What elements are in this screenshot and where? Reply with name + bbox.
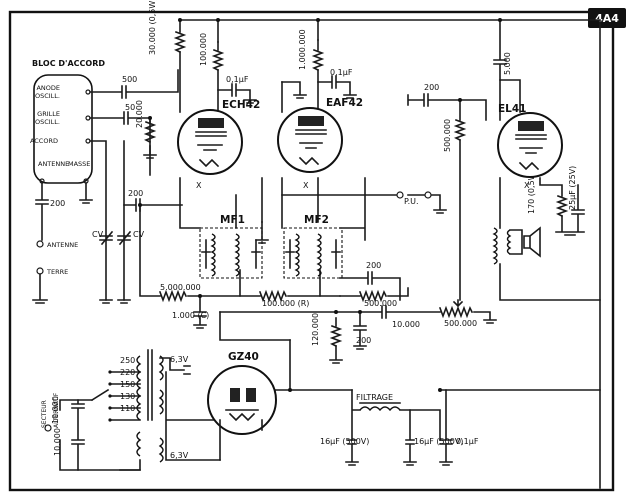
- label-r20000: 20.000: [135, 100, 144, 128]
- tap-150: 150: [120, 380, 135, 389]
- page-badge: 4A4: [588, 8, 626, 28]
- cv2-label: CV: [133, 230, 145, 239]
- accord-label: ACCORD: [30, 137, 58, 145]
- label-c10000-a: 10.000: [392, 320, 420, 329]
- label-c1000: 1.000 (C): [172, 311, 209, 320]
- label-r100000-r: 100.000 (R): [262, 299, 309, 308]
- secteur-label: SECTEUR: [41, 400, 48, 428]
- label-c01-b: 0,1µF: [330, 68, 353, 77]
- label-c200-grid: 200: [128, 189, 143, 198]
- label-63v-a: 6,3V: [170, 355, 189, 364]
- if-transformer-mf2: MF2: [283, 214, 343, 279]
- terre-terminal: [36, 267, 44, 275]
- heater-mark-el41: X: [524, 181, 530, 190]
- label-c200-mf2: 200: [366, 261, 381, 270]
- if-transformer-mf1: MF1: [199, 214, 263, 279]
- label-c01-c: 0,1µF: [456, 437, 479, 446]
- gz40-label: GZ40: [228, 351, 259, 363]
- label-r120000: 120.000: [311, 313, 320, 346]
- label-c200-antenna: 200: [50, 199, 65, 208]
- label-c200-bottom: 200: [356, 336, 371, 345]
- block-antenne-label: ANTENNE: [38, 160, 69, 168]
- label-r500000-pot: 500.000: [444, 319, 477, 328]
- label-c10000-c: 10.000: [53, 428, 62, 456]
- label-r170: 170 (0,5W): [527, 169, 536, 214]
- grid-label: GRILLE: [37, 110, 60, 118]
- heater-mark-eaf42: X: [303, 181, 309, 190]
- schematic-frame: [8, 10, 615, 492]
- label-r1000000: 1.000.000: [298, 29, 307, 70]
- pu-terminal-1: [396, 191, 404, 199]
- pu-label: P.U.: [404, 197, 419, 206]
- ech42-label: ECH42: [222, 99, 260, 111]
- label-c500: 500: [122, 75, 137, 84]
- grid-osc-label: OSCILL.: [35, 118, 60, 126]
- eaf42-label: EAF42: [326, 97, 363, 109]
- tube-ech42: ECH42 X: [177, 99, 260, 190]
- junctions: [138, 18, 502, 392]
- tap-220: 220: [120, 368, 135, 377]
- external-terminals: 200 ANTENNE TERRE: [32, 182, 93, 304]
- heater-mark-ech42: X: [196, 181, 202, 190]
- terre-label: TERRE: [46, 268, 68, 276]
- tap-130: 130: [120, 392, 135, 401]
- label-r500000-a: 500.000: [443, 119, 452, 152]
- tube-el41: EL41 X: [497, 103, 563, 190]
- label-63v-b: 6,3V: [170, 451, 189, 460]
- tap-110: 110: [120, 404, 135, 413]
- tube-eaf42: EAF42 X: [277, 97, 363, 190]
- label-c16uf-a: 16µF (500V): [320, 437, 369, 446]
- alternatif-label: ALTERNATIF: [53, 392, 60, 428]
- label-r100000: 100.000: [199, 33, 208, 66]
- mf2-label: MF2: [304, 214, 329, 226]
- block-masse-label: MASSE: [68, 160, 90, 168]
- label-c01-a: 0,1µF: [226, 75, 249, 84]
- tuning-block-box: [33, 74, 93, 184]
- label-r5000000: 5.000.000: [160, 283, 201, 292]
- pu-terminal-2: [424, 191, 432, 199]
- wires: 500 50 20.000 CV CV 200 30.000 (0,5W) 10…: [41, 0, 601, 489]
- label-c5000: 5.000: [503, 52, 512, 75]
- label-c25uf: 25µF (25V): [568, 166, 577, 210]
- filter-label: FILTRAGE: [356, 393, 393, 402]
- secteur-terminal: [44, 424, 52, 432]
- label-r30000: 30.000 (0,5W): [148, 0, 157, 55]
- anode-osc-label: OSCILL.: [35, 92, 60, 100]
- label-r500000-b: 500.000: [364, 299, 397, 308]
- cv1-label: CV: [92, 230, 104, 239]
- anode-label: ANODE: [36, 84, 60, 92]
- label-c16uf-b: 16µF (500V): [414, 437, 463, 446]
- tuning-block-title: BLOC D'ACCORD: [32, 59, 105, 68]
- tap-250: 250: [120, 356, 135, 365]
- mf1-label: MF1: [220, 214, 245, 226]
- el41-label: EL41: [498, 103, 526, 115]
- tube-gz40: GZ40: [207, 351, 277, 461]
- tuning-block: BLOC D'ACCORD ANODE OSCILL. GRILLE OSCIL…: [30, 59, 105, 184]
- badge-label: 4A4: [595, 12, 619, 25]
- label-c200-el41: 200: [424, 83, 439, 92]
- label-c10000-b: 10.000: [51, 396, 60, 424]
- antenne-terminal: [36, 240, 44, 248]
- label-c50: 50: [125, 103, 135, 112]
- antenne-label: ANTENNE: [47, 241, 78, 249]
